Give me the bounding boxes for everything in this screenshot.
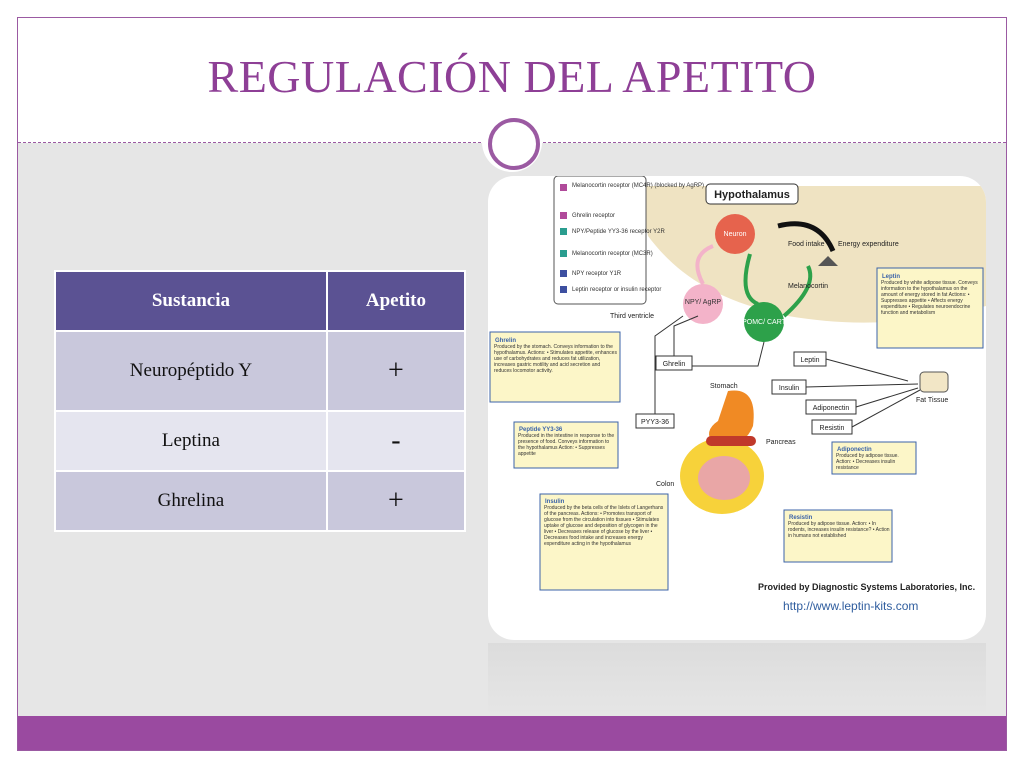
legend-item: NPY/Peptide YY3-36 receptor Y2R xyxy=(572,229,666,235)
stomach-label: Stomach xyxy=(710,383,738,390)
legend-item: Melanocortin receptor (MC3R) xyxy=(572,251,653,257)
image-reflection xyxy=(488,643,986,716)
table-row: Neuropéptido Y + xyxy=(54,330,467,412)
resistin-label: Resistin xyxy=(820,425,845,432)
slide-title: REGULACIÓN DEL APETITO xyxy=(207,51,817,102)
resistin-box-text: Produced by adipose tissue. xyxy=(788,521,851,527)
fat-tissue-icon xyxy=(919,371,949,393)
fat-tissue-label: Fat Tissue xyxy=(916,397,948,404)
table-row: Ghrelina + xyxy=(54,470,467,532)
appetite-table: Sustancia Apetito Neuropéptido Y + Lepti… xyxy=(54,270,467,532)
legend-item: NPY receptor Y1R xyxy=(572,271,622,277)
adiponectin-box-actions: Action: • Decreases insulin resistance xyxy=(836,459,896,471)
hypothalamus-label: Hypothalamus xyxy=(714,189,790,201)
pyy-box-title: Peptide YY3-36 xyxy=(519,427,563,433)
neuron-label: Neuron xyxy=(724,231,747,238)
table-row: Leptina - xyxy=(54,410,467,472)
header-apetito: Apetito xyxy=(325,270,467,332)
ghrelin-box-text: Produced by the stomach. Conveys informa… xyxy=(494,344,613,356)
table-header-row: Sustancia Apetito xyxy=(54,270,467,332)
leptin-box-text: Produced by white adipose tissue. Convey… xyxy=(881,280,978,298)
substance-name: Ghrelina xyxy=(54,470,328,532)
adiponectin-box-text: Produced by adipose tissue. xyxy=(836,453,899,459)
pyy-box-text: Produced in the intestine in response to… xyxy=(518,433,615,451)
leptin-box-title: Leptin xyxy=(882,274,900,280)
npy-agrp-label: NPY/ AgRP xyxy=(685,299,722,306)
insulin-box-title: Insulin xyxy=(545,499,565,505)
appetite-effect: + xyxy=(325,470,467,532)
leptin-box-actions: Actions: • Suppresses appetite • Affects… xyxy=(881,292,971,316)
footer-bar xyxy=(18,716,1006,750)
provided-by-text: Provided by Diagnostic Systems Laborator… xyxy=(758,582,975,592)
pancreas-label: Pancreas xyxy=(766,439,796,446)
melanocortin-label: Melanocortin xyxy=(788,283,828,290)
colon-label: Colon xyxy=(656,481,674,488)
appetite-effect: - xyxy=(325,410,467,472)
adiponectin-label: Adiponectin xyxy=(813,405,850,412)
energy-expenditure-label: Energy expenditure xyxy=(838,241,899,248)
stomach-icon xyxy=(709,390,754,446)
adiponectin-box-title: Adiponectin xyxy=(837,447,872,453)
legend-item: Melanocortin receptor (MC4R) (blocked by… xyxy=(572,183,704,189)
food-intake-label: Food intake xyxy=(788,241,825,248)
ghrelin-label: Ghrelin xyxy=(663,361,686,368)
legend-item: Leptin receptor or insulin receptor xyxy=(572,287,661,293)
insulin-box-text: Produced by the beta cells of the Islets… xyxy=(544,505,664,517)
resistin-box-title: Resistin xyxy=(789,515,813,521)
resistin-box-actions: Action: • In rodents, increases insulin … xyxy=(788,521,890,539)
legend-item: Ghrelin receptor xyxy=(572,213,615,219)
insulin-box-actions: Actions: • Promotes transport of glucose… xyxy=(544,511,660,547)
header-sustancia: Sustancia xyxy=(54,270,328,332)
circle-ornament-icon xyxy=(488,118,540,170)
pyy-box-actions: Action: • Suppresses appetite xyxy=(518,445,605,457)
substance-name: Neuropéptido Y xyxy=(54,330,328,412)
slide-frame xyxy=(17,17,1007,751)
leptin-label: Leptin xyxy=(800,357,819,364)
appetite-regulation-diagram: Melanocortin receptor (MC4R) (blocked by… xyxy=(488,176,986,640)
url-text: http://www.leptin-kits.com xyxy=(783,599,918,613)
insulin-label: Insulin xyxy=(779,385,799,392)
pyy-label: PYY3-36 xyxy=(641,419,669,426)
appetite-effect: + xyxy=(325,330,467,412)
pomc-cart-label: POMC/ CART xyxy=(742,319,787,326)
substance-name: Leptina xyxy=(54,410,328,472)
third-ventricle-label: Third ventricle xyxy=(610,313,654,320)
ghrelin-box-title: Ghrelin xyxy=(495,338,516,344)
ghrelin-box-actions: Actions: • Stimulates appetite, enhances… xyxy=(494,350,617,374)
